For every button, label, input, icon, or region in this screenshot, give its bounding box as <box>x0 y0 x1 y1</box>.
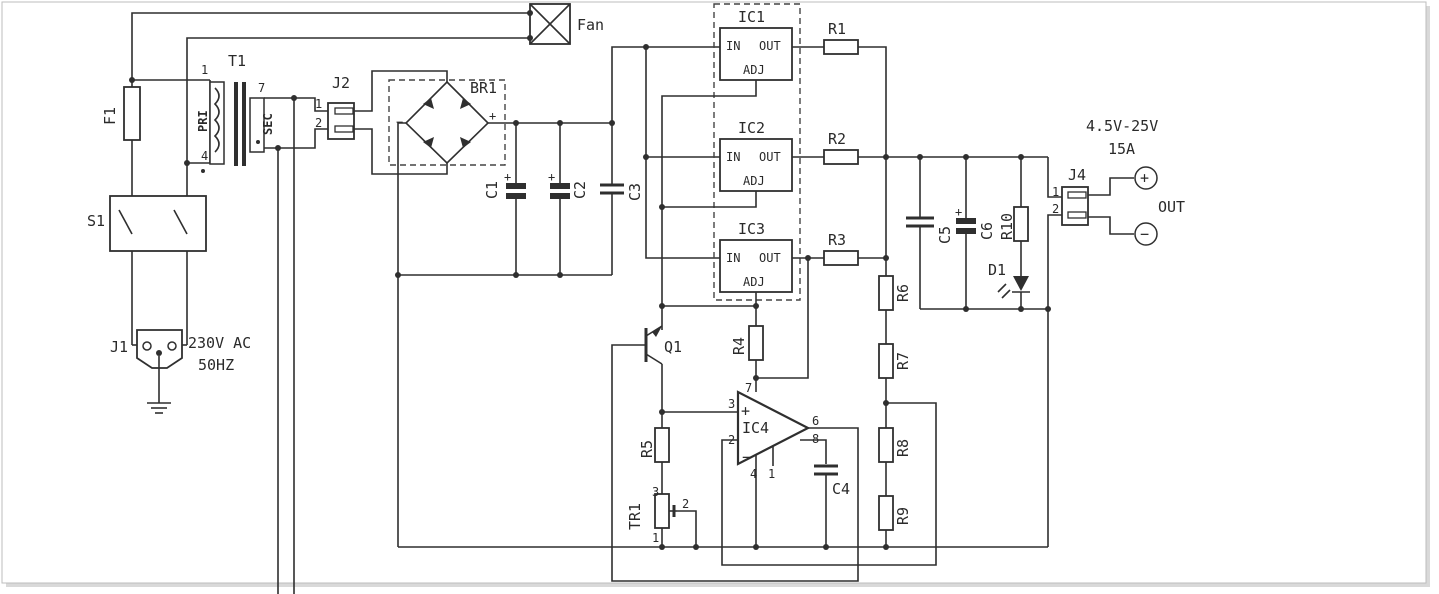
j1-frequency: 50HZ <box>198 356 234 374</box>
ic3-out: OUT <box>759 251 781 265</box>
j4-label: J4 <box>1068 166 1086 184</box>
j2-pin-2: 2 <box>315 116 322 130</box>
output-filter: C5 + C6 R10 D1 <box>906 154 1051 312</box>
output-resistors: R1 R2 R3 <box>756 20 1048 379</box>
r2-label: R2 <box>828 130 846 148</box>
output-voltage-range: 4.5V-25V <box>1086 117 1158 135</box>
tr1-pin-3: 3 <box>652 485 659 499</box>
out-plus-terminal: + <box>1140 169 1149 187</box>
t1-pin-7: 7 <box>258 81 265 95</box>
ic4-pin-3: 3 <box>728 397 735 411</box>
fuse-f1: F1 <box>101 86 141 141</box>
ic1-label: IC1 <box>738 8 765 26</box>
ic1-adj: ADJ <box>743 63 765 77</box>
j1-voltage: 230V AC <box>188 334 251 352</box>
br1-label: BR1 <box>470 79 497 97</box>
resistor-r5: R5 <box>638 412 670 494</box>
ic4-pin-7: 7 <box>745 381 752 395</box>
c1-label: C1 <box>483 181 501 199</box>
br1-plus: + <box>489 109 496 123</box>
c6-plus: + <box>955 205 962 219</box>
tr1-pin-2: 2 <box>682 497 689 511</box>
secondary-wiring <box>129 77 328 594</box>
t1-label: T1 <box>228 52 246 70</box>
regulator-ic2: IC2 IN OUT ADJ <box>719 119 793 192</box>
ic4-pin-1: 1 <box>768 467 775 481</box>
r10-label: R10 <box>998 213 1016 240</box>
t1-pin-4: 4 <box>201 149 208 163</box>
ic1-out: OUT <box>759 39 781 53</box>
transformer-t1: T1 1 4 7 PRI SEC <box>196 52 275 173</box>
c2-plus: + <box>548 170 555 184</box>
ic3-in: IN <box>726 251 740 265</box>
ic4-label: IC4 <box>742 419 769 437</box>
d1-label: D1 <box>988 261 1006 279</box>
r6-label: R6 <box>894 284 912 302</box>
ic4-plus-input: + <box>741 402 750 420</box>
tr1-pin-1: 1 <box>652 531 659 545</box>
br1-minus: − <box>396 115 403 129</box>
connector-j4: J4 1 2 + − 4.5V-25V 15A OUT <box>1047 117 1185 547</box>
ic2-adj: ADJ <box>743 174 765 188</box>
c2-label: C2 <box>571 181 589 199</box>
ic4-pin-6: 6 <box>812 414 819 428</box>
output-label: OUT <box>1158 198 1185 216</box>
j2-pin-1: 1 <box>315 97 322 111</box>
output-current: 15A <box>1108 140 1135 158</box>
resistor-r4: R4 <box>730 325 764 392</box>
ic4-pin-2: 2 <box>728 433 735 447</box>
t1-pin-1: 1 <box>201 63 208 77</box>
j1-label: J1 <box>110 338 128 356</box>
ic2-out: OUT <box>759 150 781 164</box>
regulator-ic1: IC1 IN OUT ADJ <box>719 8 793 81</box>
adj-wiring <box>659 80 759 330</box>
t1-pri-label: PRI <box>196 110 210 132</box>
regulator-group: IC1 IN OUT ADJ IC2 IN OUT ADJ IC3 IN OUT… <box>713 3 801 301</box>
c3-label: C3 <box>626 183 644 201</box>
switch-s1: S1 <box>87 195 207 252</box>
trimmer-tr1: 3 2 1 TR1 <box>626 485 697 547</box>
connector-j1: J1 230V AC 50HZ <box>110 329 251 414</box>
ic4-minus-input: − <box>742 448 751 466</box>
fan-symbol: Fan <box>527 3 604 45</box>
r7-label: R7 <box>894 352 912 370</box>
fan-label: Fan <box>577 16 604 34</box>
ic3-label: IC3 <box>738 220 765 238</box>
q1-label: Q1 <box>664 338 682 356</box>
s1-label: S1 <box>87 212 105 230</box>
r9-label: R9 <box>894 507 912 525</box>
j2-label: J2 <box>332 74 350 92</box>
c5-label: C5 <box>936 226 954 244</box>
j4-pin-2: 2 <box>1052 202 1059 216</box>
r1-label: R1 <box>828 20 846 38</box>
ic4-pin-8: 8 <box>812 432 819 446</box>
regulator-ic3: IC3 IN OUT ADJ <box>719 220 793 293</box>
ground-return-bus <box>398 544 1048 550</box>
ic1-in: IN <box>726 39 740 53</box>
regulator-input-bus <box>611 44 720 259</box>
c4-label: C4 <box>832 480 850 498</box>
c1-plus: + <box>504 170 511 184</box>
t1-sec-label: SEC <box>261 113 275 135</box>
r3-label: R3 <box>828 231 846 249</box>
ic2-in: IN <box>726 150 740 164</box>
feedback-divider: R6 R7 R8 R9 <box>721 258 937 566</box>
f1-label: F1 <box>101 107 119 125</box>
input-capacitors: + C1 + C2 C3 <box>395 120 644 278</box>
c6-label: C6 <box>978 222 996 240</box>
j4-pin-1: 1 <box>1052 185 1059 199</box>
ic3-adj: ADJ <box>743 275 765 289</box>
r4-label: R4 <box>730 337 748 355</box>
connector-j2: J2 1 2 <box>315 70 448 175</box>
tr1-label: TR1 <box>626 503 644 530</box>
bridge-br1: BR1 − + <box>388 79 612 547</box>
opamp-ic4: IC4 + − 3 2 7 6 8 4 1 C4 <box>659 381 850 547</box>
ic2-label: IC2 <box>738 119 765 137</box>
r5-label: R5 <box>638 440 656 458</box>
r8-label: R8 <box>894 439 912 457</box>
out-minus-terminal: − <box>1140 225 1149 243</box>
transistor-q1: Q1 <box>611 325 859 582</box>
ic4-pin-4: 4 <box>750 467 757 481</box>
